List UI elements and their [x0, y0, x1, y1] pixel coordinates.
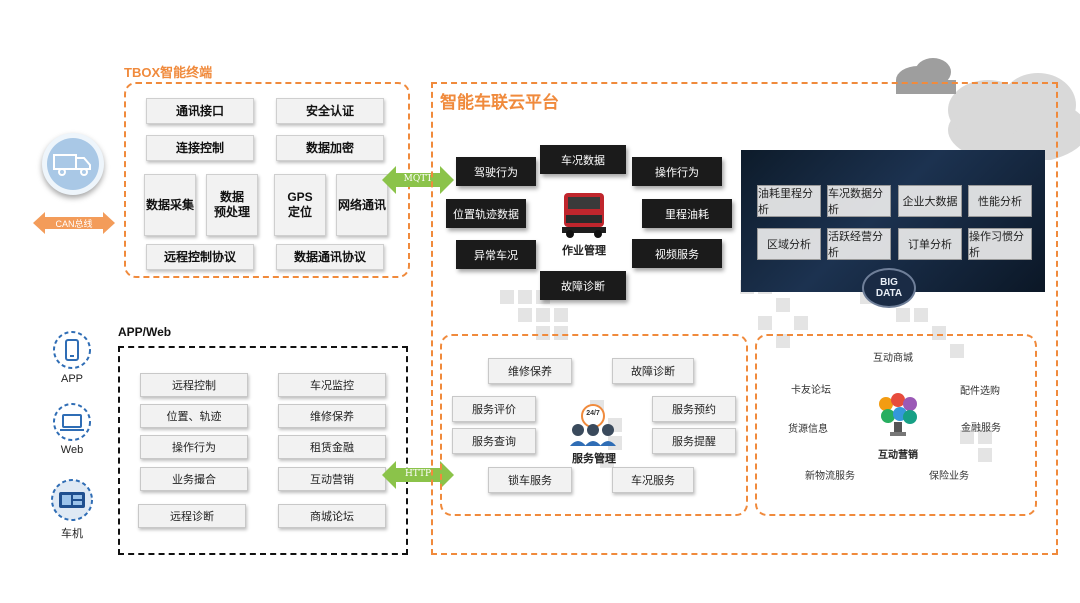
service-frame	[440, 334, 748, 516]
ops-item: 位置轨迹数据	[446, 199, 526, 228]
marketing-item: 配件选购	[960, 386, 1000, 397]
bigdata-logo-bottom: DATA	[875, 288, 903, 299]
tbox-item: 安全认证	[276, 98, 384, 124]
appweb-frame	[118, 346, 408, 555]
ops-item: 驾驶行为	[456, 157, 536, 186]
marketing-frame	[755, 334, 1037, 516]
can-bus-arrow	[33, 212, 115, 234]
marketing-item: 金融服务	[961, 423, 1001, 434]
tbox-item: 远程控制协议	[146, 244, 254, 270]
bigdata-item: 企业大数据	[898, 185, 962, 217]
bigdata-item: 操作习惯分析	[968, 228, 1032, 260]
service-center-label: 服务管理	[572, 453, 616, 465]
appweb-item: 业务撮合	[140, 467, 248, 491]
bigdata-item: 性能分析	[968, 185, 1032, 217]
appweb-item: 租赁金融	[278, 435, 386, 459]
mqtt-arrow	[382, 164, 454, 196]
service-item: 车况服务	[612, 467, 694, 493]
bigdata-item: 区域分析	[757, 228, 821, 260]
web-label: Web	[60, 444, 84, 456]
service-badge: 24/7	[586, 410, 600, 417]
truck-icon	[556, 187, 612, 239]
marketing-brain-icon	[874, 390, 922, 438]
marketing-item: 保险业务	[929, 471, 969, 482]
service-item: 服务查询	[452, 428, 536, 454]
appweb-item: 车况监控	[278, 373, 386, 397]
service-item: 维修保养	[488, 358, 572, 384]
ops-item: 视频服务	[632, 239, 722, 268]
truck-icon	[42, 133, 104, 195]
appweb-item: 位置、轨迹	[140, 404, 248, 428]
ops-item: 操作行为	[632, 157, 722, 186]
service-item: 服务评价	[452, 396, 536, 422]
appweb-title: APP/Web	[118, 325, 172, 339]
appweb-item: 维修保养	[278, 404, 386, 428]
appweb-item: 互动营销	[278, 467, 386, 491]
tbox-item: 数据通讯协议	[276, 244, 384, 270]
tbox-item: 通讯接口	[146, 98, 254, 124]
appweb-item: 操作行为	[140, 435, 248, 459]
cloud-title: 智能车联云平台	[440, 93, 559, 112]
bigdata-item: 活跃经营分析	[827, 228, 891, 260]
appweb-item: 远程诊断	[138, 504, 246, 528]
can-bus-label: CAN总线	[55, 219, 93, 229]
tbox-item: 连接控制	[146, 135, 254, 161]
ops-item: 车况数据	[540, 145, 626, 174]
tbox-item: 数据加密	[276, 135, 384, 161]
marketing-item: 货源信息	[788, 424, 828, 435]
http-arrow	[382, 459, 454, 491]
bigdata-logo-top: BIG	[880, 277, 898, 288]
ops-center-label: 作业管理	[562, 245, 606, 257]
ops-item: 里程油耗	[642, 199, 732, 228]
ops-item: 异常车况	[456, 240, 536, 269]
cloud-icon	[878, 50, 1080, 164]
bigdata-item: 订单分析	[898, 228, 962, 260]
tbox-item: 数据采集	[144, 174, 196, 236]
mqtt-label: MQTT	[403, 174, 433, 184]
marketing-item: 卡友论坛	[791, 385, 831, 396]
tbox-item: 网络通讯	[336, 174, 388, 236]
bigdata-item: 油耗里程分析	[757, 185, 821, 217]
cloud-frame	[431, 82, 1058, 555]
appweb-item: 商城论坛	[278, 504, 386, 528]
service-item: 锁车服务	[488, 467, 572, 493]
tbox-item: GPS 定位	[274, 174, 326, 236]
bigdata-item: 车况数据分析	[827, 185, 891, 217]
tbox-item: 数据 预处理	[206, 174, 258, 236]
marketing-item: 互动商城	[873, 353, 913, 364]
app-label: APP	[60, 373, 83, 385]
support-team-icon	[568, 404, 618, 446]
service-item: 故障诊断	[612, 358, 694, 384]
bigdata-logo: BIG DATA	[862, 268, 916, 308]
laptop-icon	[52, 402, 92, 442]
car-unit-label: 车机	[61, 528, 83, 540]
phone-icon	[52, 330, 92, 370]
service-item: 服务提醒	[652, 428, 736, 454]
service-item: 服务预约	[652, 396, 736, 422]
tbox-title: TBOX智能终端	[124, 65, 213, 80]
ops-item: 故障诊断	[540, 271, 626, 300]
car-screen-icon	[50, 478, 94, 522]
appweb-item: 远程控制	[140, 373, 248, 397]
http-label: HTTP	[404, 469, 432, 479]
marketing-item: 新物流服务	[805, 471, 855, 482]
marketing-center-label: 互动营销	[878, 450, 918, 461]
